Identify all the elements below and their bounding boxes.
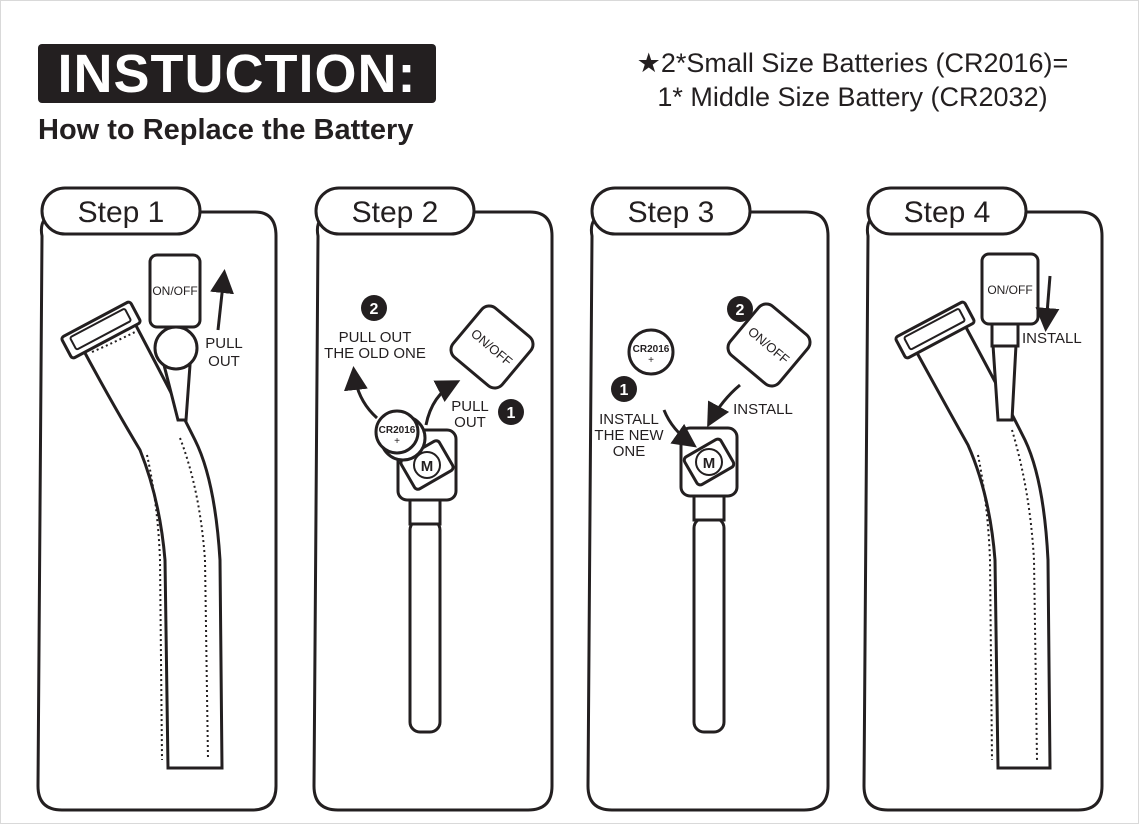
step-3-action-1-line-3: ONE <box>613 443 646 460</box>
step-1-battery-circle <box>153 325 199 371</box>
page-subtitle: How to Replace the Battery <box>38 114 414 146</box>
step-2-remove-arrow <box>343 366 379 420</box>
step-4-label: Step 4 <box>904 196 991 229</box>
battery-note-line-2: 1* Middle Size Battery (CR2032) <box>657 82 1048 112</box>
step-2-action-1-line-2: OUT <box>454 414 486 431</box>
step-4-buckle <box>894 300 976 360</box>
step-2-battery-sign: + <box>394 436 400 447</box>
step-3-panel: Step 3 M CR2016 + ON/OFF 1 2 INSTALL THE… <box>586 186 830 812</box>
step-3-logo: M <box>703 455 716 472</box>
step-4-switch-label: ON/OFF <box>987 283 1032 297</box>
step-3-label-box <box>590 186 752 236</box>
step-4-panel: Step 4 ON/OFF INSTALL <box>862 186 1104 812</box>
step-1-panel: Step 1 ON/OFF PULL OUT <box>36 186 278 812</box>
step-3-battery-label: CR2016 <box>633 344 670 355</box>
step-4-action: INSTALL <box>1022 330 1082 347</box>
step-3-battery <box>627 328 675 376</box>
step-4-install-arrow <box>1035 275 1060 332</box>
step-3-switch <box>726 302 812 388</box>
svg-text:2: 2 <box>370 301 379 318</box>
step-2-action-1-line-1: PULL <box>451 398 489 415</box>
title-banner: INSTUCTION: <box>38 44 436 103</box>
step-1-buckle <box>60 300 142 360</box>
svg-text:2: 2 <box>736 302 745 319</box>
step-1-action-line-2: OUT <box>208 353 240 370</box>
step-1-action-line-1: PULL <box>205 335 243 352</box>
step-3-badge-2 <box>727 296 753 322</box>
step-2-action-2-line-2: THE OLD ONE <box>324 345 426 362</box>
step-1-pull-arrow <box>210 269 234 331</box>
step-4-label-box <box>866 186 1028 236</box>
step-2-switch <box>449 304 535 390</box>
step-2-label-box <box>314 186 476 236</box>
step-1-switch <box>148 253 202 329</box>
step-2-battery <box>374 409 420 455</box>
step-3-install-arrow <box>662 409 697 448</box>
step-1-label-box <box>40 186 202 236</box>
step-3-action-1-line-1: INSTALL <box>599 411 659 428</box>
step-2-battery-label: CR2016 <box>379 425 416 436</box>
step-2-badge-1 <box>498 399 524 425</box>
page-title: INSTUCTION: <box>57 43 417 104</box>
step-2-pull-arrow <box>424 380 461 426</box>
step-3-switch-arrow <box>707 383 741 428</box>
step-2-panel: Step 2 M CR2016 + ON/OFF 2 1 PULL OUT TH… <box>312 186 554 812</box>
step-3-badge-1 <box>611 376 637 402</box>
step-2-badge-2 <box>361 295 387 321</box>
step-4-switch <box>980 252 1040 326</box>
step-3-action-2: INSTALL <box>733 401 793 418</box>
battery-note: ★2*Small Size Batteries (CR2016)= 1* Mid… <box>615 46 1090 114</box>
step-2-label: Step 2 <box>352 196 439 229</box>
step-3-label: Step 3 <box>628 196 715 229</box>
step-1-label: Step 1 <box>78 196 165 229</box>
svg-text:1: 1 <box>620 382 629 399</box>
step-3-battery-sign: + <box>648 355 654 366</box>
step-1-switch-label: ON/OFF <box>152 284 197 298</box>
step-2-action-2-line-1: PULL OUT <box>339 329 412 346</box>
svg-text:1: 1 <box>507 405 516 422</box>
battery-note-line-1: ★2*Small Size Batteries (CR2016)= <box>636 48 1069 78</box>
step-2-logo: M <box>421 458 434 475</box>
step-3-action-1-line-2: THE NEW <box>594 427 664 444</box>
